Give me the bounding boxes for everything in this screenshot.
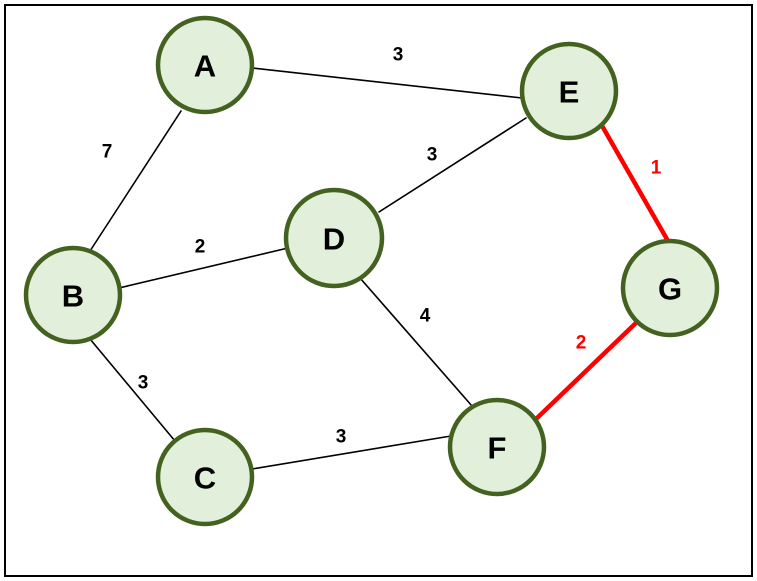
edge-weight-f-g: 2 bbox=[576, 333, 587, 354]
edge-c-f[interactable] bbox=[251, 435, 452, 470]
node-f[interactable]: F bbox=[447, 397, 547, 497]
edge-b-c[interactable] bbox=[89, 338, 176, 442]
node-circle-e[interactable] bbox=[519, 41, 619, 141]
node-label-f: F bbox=[488, 431, 507, 466]
node-label-b: B bbox=[62, 279, 84, 314]
node-label-c: C bbox=[194, 461, 216, 496]
edge-labels-layer: 3 7 2 3 3 3 4 1 2 bbox=[102, 45, 662, 448]
edge-weight-b-c: 3 bbox=[138, 373, 149, 394]
edge-weight-e-g: 1 bbox=[651, 158, 662, 179]
edge-weight-b-d: 2 bbox=[195, 237, 206, 258]
node-circle-c[interactable] bbox=[155, 427, 255, 527]
node-circle-b[interactable] bbox=[23, 245, 123, 345]
node-label-d: D bbox=[323, 222, 345, 257]
edge-weight-a-e: 3 bbox=[393, 45, 404, 66]
edge-weight-c-f: 3 bbox=[336, 427, 347, 448]
edge-d-e[interactable] bbox=[378, 117, 527, 213]
edge-weight-d-e: 3 bbox=[427, 145, 438, 166]
node-label-e: E bbox=[559, 75, 580, 110]
edge-weight-a-b: 7 bbox=[102, 142, 113, 163]
edges-layer bbox=[89, 67, 671, 470]
node-circle-g[interactable] bbox=[620, 238, 720, 338]
node-circle-a[interactable] bbox=[155, 15, 255, 115]
edge-a-e[interactable] bbox=[251, 67, 523, 99]
nodes-layer: A B C D E F G bbox=[23, 15, 720, 527]
edge-a-b[interactable] bbox=[89, 110, 182, 252]
edge-d-f[interactable] bbox=[359, 277, 473, 407]
node-circle-f[interactable] bbox=[447, 397, 547, 497]
node-label-a: A bbox=[194, 49, 216, 84]
node-circle-d[interactable] bbox=[283, 187, 385, 289]
node-b[interactable]: B bbox=[23, 245, 123, 345]
edge-b-d[interactable] bbox=[118, 247, 289, 289]
edge-e-g[interactable] bbox=[598, 121, 671, 244]
node-g[interactable]: G bbox=[620, 238, 720, 338]
edge-weight-d-f: 4 bbox=[420, 306, 431, 327]
node-c[interactable]: C bbox=[155, 427, 255, 527]
node-d[interactable]: D bbox=[283, 187, 385, 289]
node-label-g: G bbox=[658, 272, 682, 307]
edge-f-g[interactable] bbox=[532, 317, 642, 423]
node-e[interactable]: E bbox=[519, 41, 619, 141]
node-a[interactable]: A bbox=[155, 15, 255, 115]
